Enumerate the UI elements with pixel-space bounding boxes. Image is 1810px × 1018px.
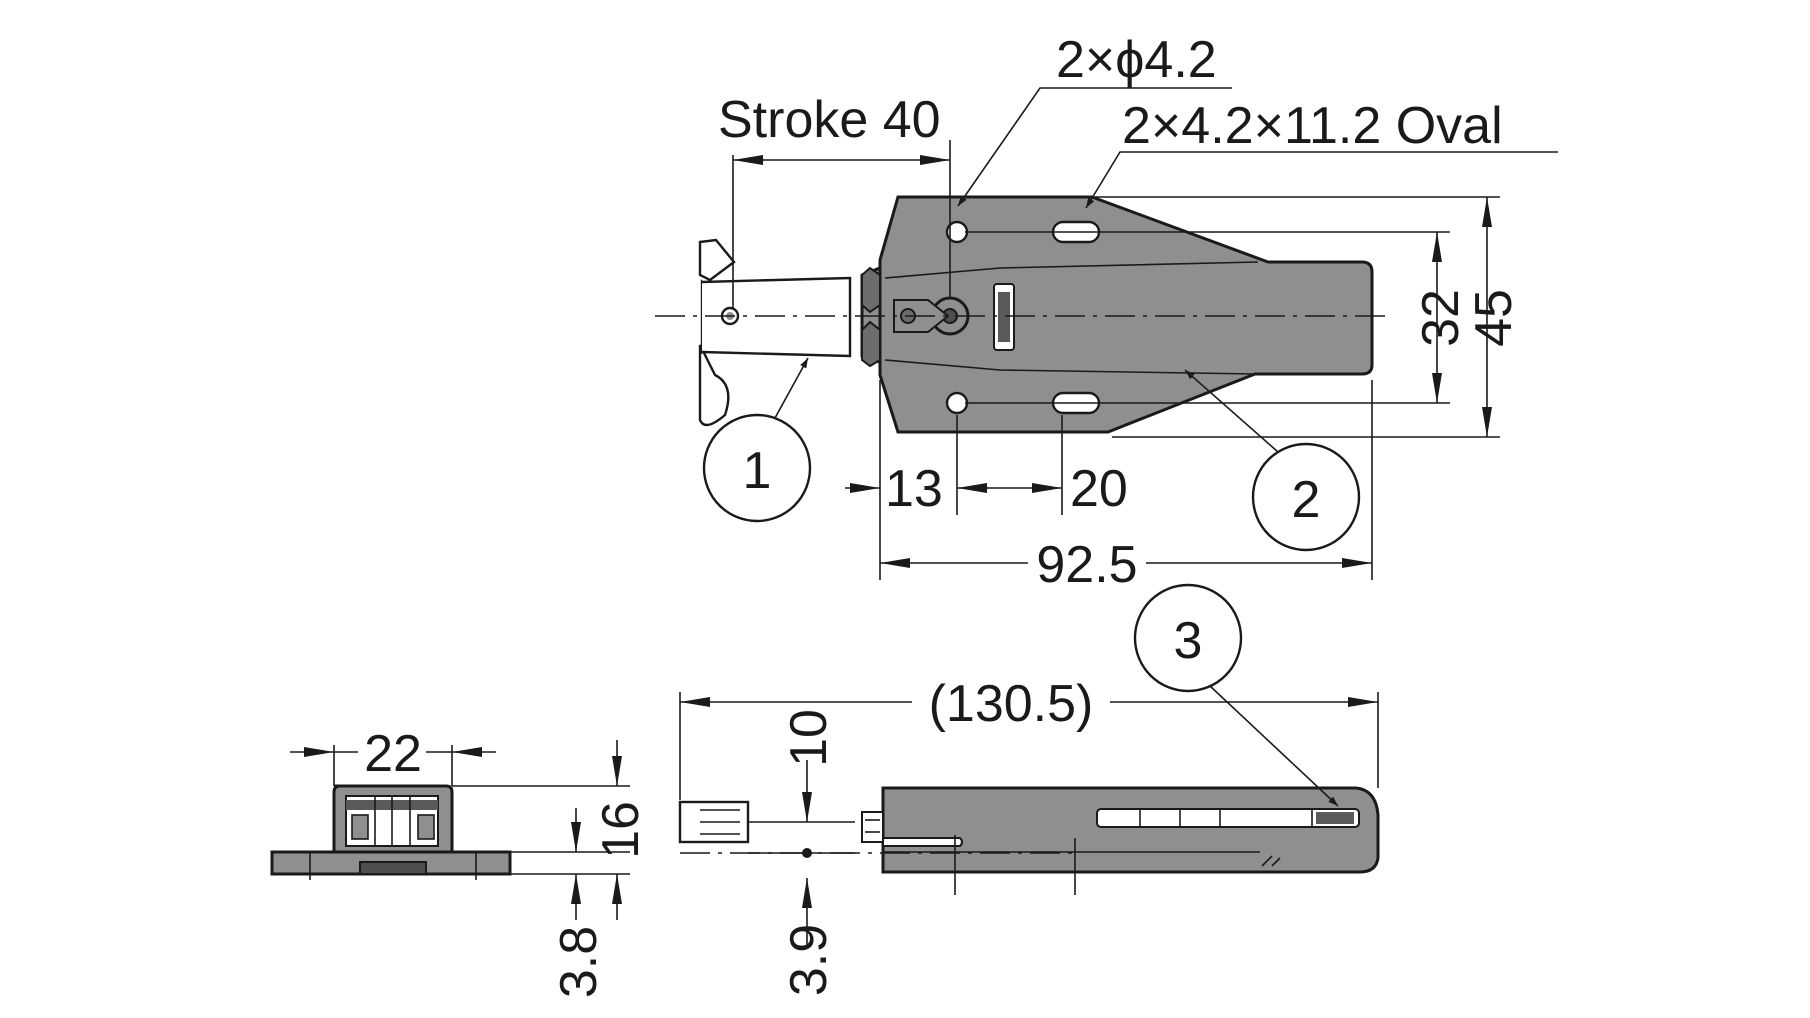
side-body bbox=[881, 786, 1380, 874]
dim-3-8: 3.8 bbox=[550, 926, 608, 998]
pin-part bbox=[698, 238, 852, 427]
end-view: 22 16 3.8 bbox=[270, 725, 650, 998]
dim-3-9: 3.9 bbox=[780, 924, 838, 996]
dim-13: 13 bbox=[885, 460, 943, 518]
callout-1 bbox=[702, 413, 812, 523]
oval-label: 2×4.2×11.2 Oval bbox=[1122, 97, 1503, 155]
latch-body bbox=[860, 195, 1374, 434]
dim-45: 45 bbox=[1465, 289, 1523, 347]
hole-label: 2×ϕ4.2 bbox=[1056, 31, 1217, 89]
callout-1-label: 1 bbox=[743, 442, 772, 500]
callout-3-label: 3 bbox=[1174, 612, 1203, 670]
dim-20: 20 bbox=[1070, 460, 1128, 518]
side-view: (130.5) 10 3.9 3 bbox=[678, 583, 1380, 996]
dim-92-5: 92.5 bbox=[1036, 536, 1137, 594]
callout-2-label: 2 bbox=[1292, 471, 1321, 529]
dim-10: 10 bbox=[780, 709, 838, 767]
callout-3 bbox=[1133, 583, 1243, 693]
dim-32: 32 bbox=[1412, 289, 1470, 347]
dim-16: 16 bbox=[592, 801, 650, 859]
dim-22: 22 bbox=[364, 725, 422, 783]
callout-2 bbox=[1251, 442, 1361, 552]
top-view: Stroke 40 2×ϕ4.2 2×4.2×11.2 Oval 32 45 1… bbox=[655, 31, 1558, 594]
dim-130-5: (130.5) bbox=[929, 675, 1094, 733]
stroke-label: Stroke 40 bbox=[718, 91, 941, 149]
